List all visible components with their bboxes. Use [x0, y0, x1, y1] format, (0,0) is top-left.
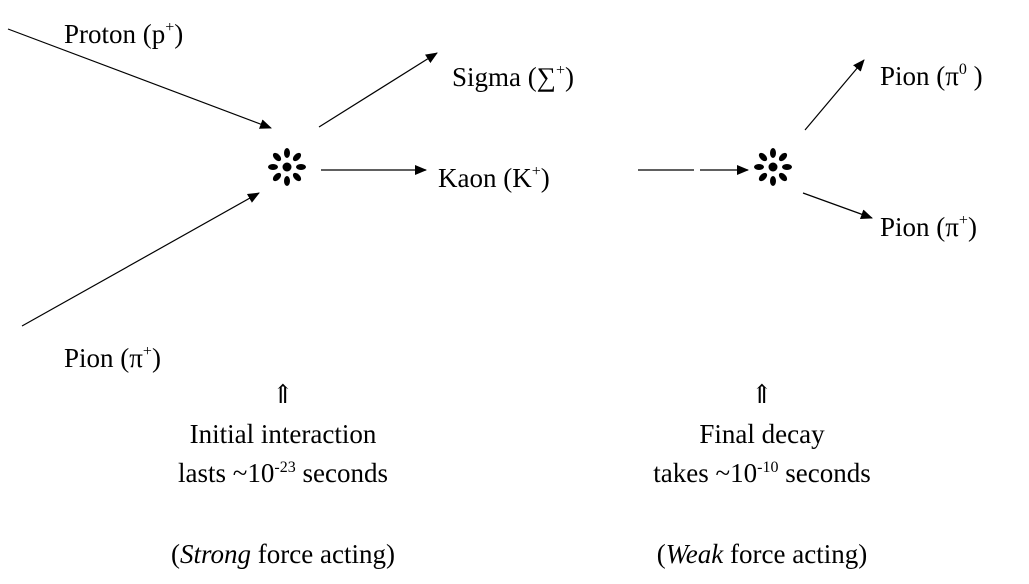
strong-force-label: (Strong force acting) [83, 538, 483, 571]
pion-in-name: Pion [64, 343, 114, 373]
sigma-label: Sigma (∑+) [452, 62, 575, 92]
strong-caption-line1: Initial interaction [189, 419, 377, 449]
kaon-charge: + [531, 163, 541, 180]
weak-duration-exponent: -10 [757, 459, 779, 476]
strong-duration-exponent: -23 [274, 459, 296, 476]
weak-caption: Final decay takes ~10-10 seconds [582, 418, 942, 490]
pion-in-label: Pion (π+) [64, 343, 161, 373]
proton-symbol: p [151, 19, 166, 49]
strong-vertex-icon [268, 148, 306, 186]
pion-zero-symbol: π [945, 61, 959, 91]
kaon-name: Kaon [438, 163, 497, 193]
proton-label: Proton (p+) [64, 19, 184, 49]
pion-out-charge: + [958, 212, 968, 229]
strong-duration-prefix: lasts ~10 [178, 458, 275, 488]
weak-duration-suffix: seconds [778, 458, 871, 488]
strong-caption: Initial interaction lasts ~10-23 seconds [103, 418, 463, 490]
pion-in-track [21, 192, 260, 327]
weak-force-open: ( [656, 539, 666, 569]
pion-zero-label: Pion (π0 ) [880, 61, 983, 91]
proton-track [7, 28, 272, 129]
left-up-arrow-icon: ⇑ [272, 380, 294, 409]
weak-force-rest: force acting) [723, 539, 868, 569]
strong-duration-suffix: seconds [295, 458, 388, 488]
pion-out-track [802, 192, 873, 219]
sigma-charge: + [556, 62, 566, 79]
right-up-arrow-icon: ⇑ [751, 380, 773, 409]
weak-force-label: (Weak force acting) [562, 538, 962, 571]
pion-zero-charge: 0 [958, 61, 967, 78]
kaon-symbol: K [512, 163, 532, 193]
sigma-symbol: ∑ [536, 62, 557, 92]
weak-duration-prefix: takes ~10 [653, 458, 758, 488]
proton-charge: + [165, 19, 175, 36]
pion-out-symbol: π [945, 212, 959, 242]
strong-caption-line2: lasts ~10-23 seconds [103, 451, 463, 490]
strong-force-word: Strong [180, 539, 252, 569]
pion-in-symbol: π [129, 343, 143, 373]
sigma-track [318, 52, 438, 128]
pion-out-label: Pion (π+) [880, 212, 977, 242]
weak-vertex-icon [754, 148, 792, 186]
pion-zero-name: Pion [880, 61, 930, 91]
strong-force-rest: force acting) [251, 539, 395, 569]
strong-force-open: ( [171, 539, 181, 569]
pion-zero-track [804, 59, 865, 131]
pion-out-name: Pion [880, 212, 930, 242]
proton-name: Proton [64, 19, 137, 49]
weak-caption-line1: Final decay [699, 419, 825, 449]
weak-force-word: Weak [665, 539, 724, 569]
kaon-label: Kaon (K+) [438, 163, 550, 193]
sigma-name: Sigma [452, 62, 522, 92]
pion-in-charge: + [142, 343, 152, 360]
weak-caption-line2: takes ~10-10 seconds [582, 451, 942, 490]
